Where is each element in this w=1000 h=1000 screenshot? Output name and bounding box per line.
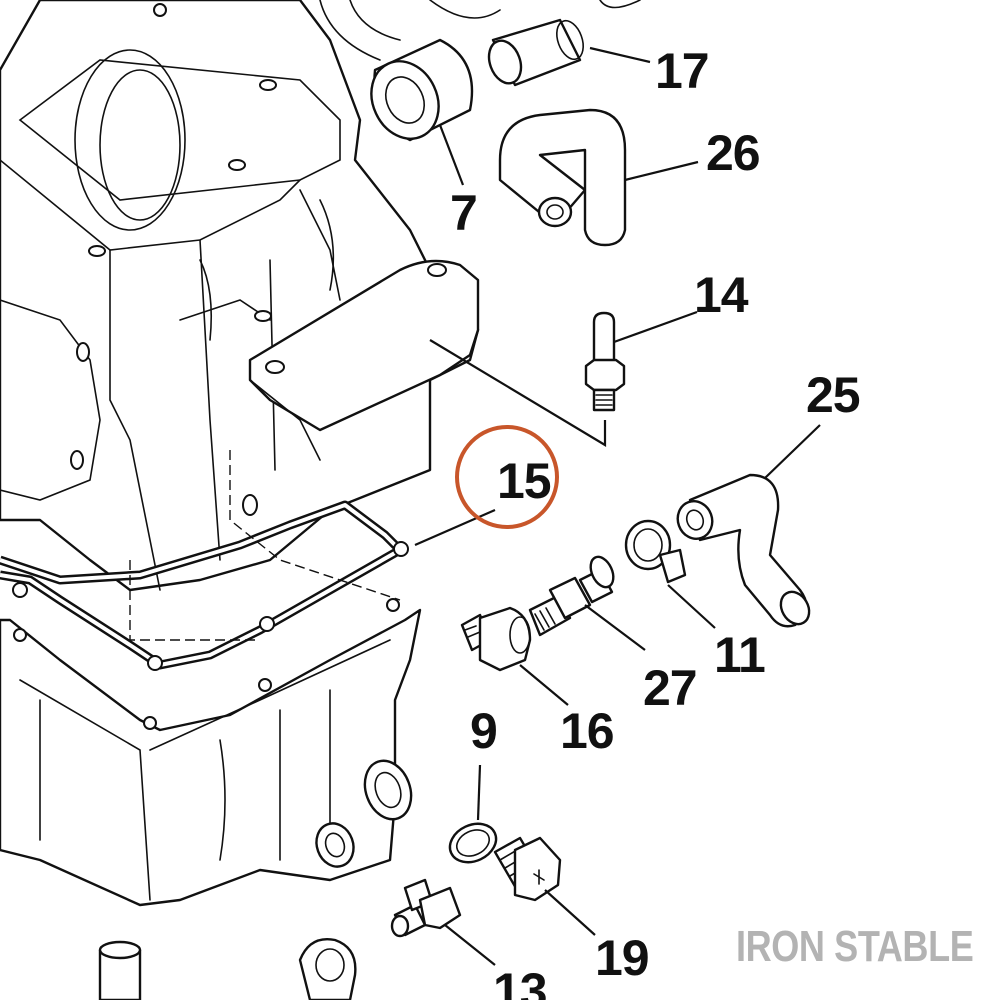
callout-11: 11 — [714, 627, 765, 683]
highlight-circle — [455, 425, 559, 529]
bearing-part-7 — [370, 38, 474, 142]
callout-13: 13 — [493, 963, 547, 1000]
hose-part-26 — [498, 108, 627, 247]
callout-16: 16 — [560, 703, 614, 759]
fitting-part-16 — [460, 606, 532, 672]
clamp-part-11 — [624, 519, 687, 584]
callout-25: 25 — [806, 367, 860, 423]
gasket-part-15 — [0, 500, 409, 671]
callout-17: 17 — [655, 43, 709, 99]
transmission-housing — [0, 0, 641, 592]
washer-part-9 — [448, 822, 498, 864]
callout-14: 14 — [694, 267, 749, 323]
callout-labels: 17 26 7 14 25 15 11 27 16 9 19 13 — [450, 43, 861, 1000]
partial-parts-bottom — [98, 938, 357, 1000]
callout-15: 15 — [497, 453, 551, 509]
fitting-part-14 — [584, 311, 626, 412]
fitting-part-27 — [528, 555, 615, 637]
plug-part-19 — [493, 836, 562, 902]
fitting-part-13 — [390, 878, 462, 938]
callout-19: 19 — [595, 930, 649, 986]
hose-part-25 — [676, 473, 811, 628]
callout-27: 27 — [643, 660, 697, 716]
leader-lines — [414, 46, 821, 966]
callout-7: 7 — [450, 185, 477, 241]
callout-26: 26 — [706, 125, 760, 181]
oil-pan — [0, 450, 422, 907]
tube-part-17 — [487, 18, 584, 87]
watermark-text: IRON STABLE — [736, 922, 974, 971]
callout-9: 9 — [470, 703, 497, 759]
